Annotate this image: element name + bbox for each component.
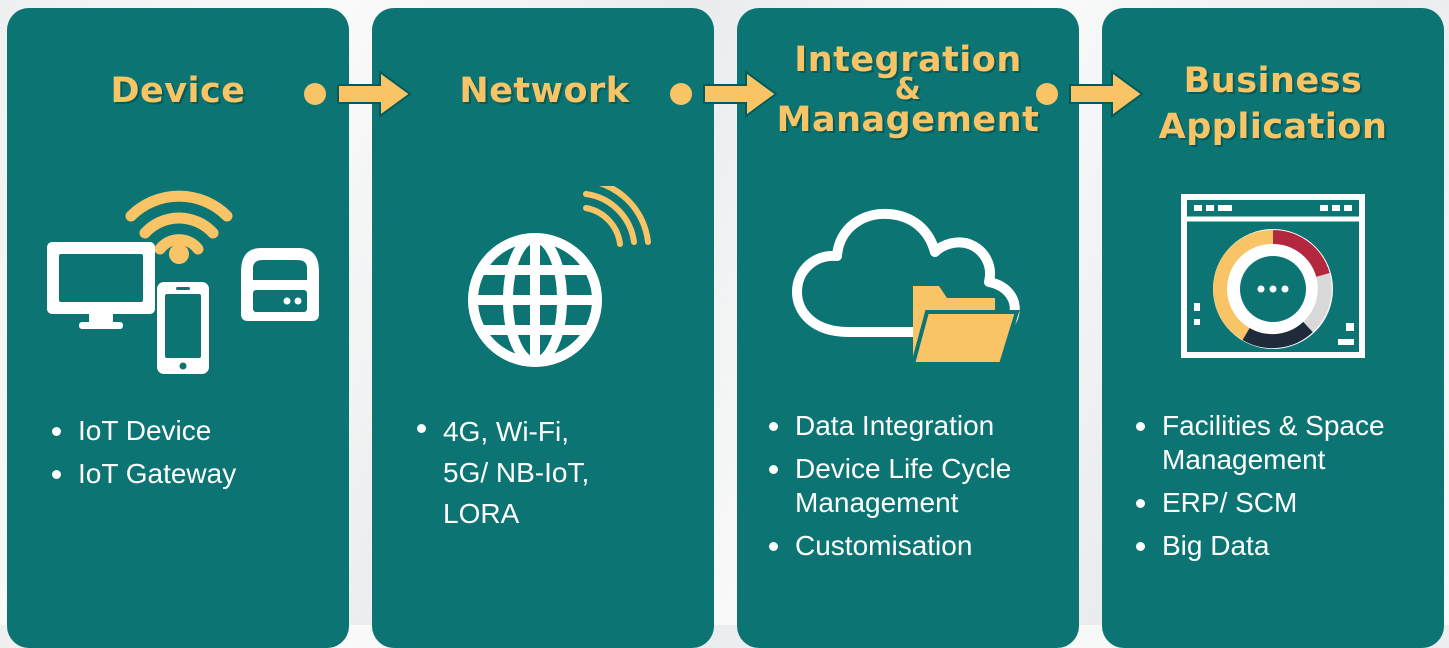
column-title-network: Network: [372, 70, 717, 112]
bullet-list-business: Facilities & Space Management ERP/ SCM B…: [1134, 409, 1385, 572]
dashboard-donut-icon: [1181, 194, 1365, 358]
arrow-connector-icon: [670, 70, 778, 118]
title-line: Device: [110, 71, 246, 111]
list-item: IoT Gateway: [50, 457, 236, 491]
list-item: IoT Device: [50, 414, 236, 448]
arrow-connector-icon: [1036, 70, 1144, 118]
list-item: Data Integration: [767, 409, 1011, 443]
title-line: Business: [1183, 61, 1363, 101]
title-line: Application: [1158, 107, 1388, 147]
list-item: Customisation: [767, 529, 1011, 563]
globe-signal-icon: [468, 186, 651, 367]
bullet-list-device: IoT Device IoT Gateway: [50, 414, 236, 500]
bullet-list-integration: Data Integration Device Life Cycle Manag…: [767, 409, 1011, 572]
title-line: Management: [776, 100, 1040, 140]
arrow-connector-icon: [304, 70, 412, 118]
card-integration-management: Integration & Management Data Integratio…: [737, 8, 1079, 648]
title-line: Network: [459, 71, 630, 111]
list-item: Big Data: [1134, 529, 1385, 563]
list-item: 4G, Wi-Fi, 5G/ NB-IoT, LORA: [415, 411, 589, 534]
bullet-list-network: 4G, Wi-Fi, 5G/ NB-IoT, LORA: [415, 411, 589, 543]
column-title-device: Device: [7, 70, 349, 112]
devices-wifi-icon: [47, 190, 319, 374]
list-item: Device Life Cycle Management: [767, 452, 1011, 520]
list-item: ERP/ SCM: [1134, 486, 1385, 520]
card-device: Device IoT Device IoT Gateway: [7, 8, 349, 648]
column-title-integration: Integration & Management: [737, 40, 1079, 140]
title-line: Integration: [794, 40, 1022, 80]
title-line: &: [894, 72, 922, 107]
cloud-folder-icon: [792, 208, 1020, 366]
column-title-business: Business Application: [1102, 58, 1444, 150]
card-network: Network 4G, Wi-Fi, 5G/ NB-IoT, LORA: [372, 8, 714, 648]
list-item: Facilities & Space Management: [1134, 409, 1385, 477]
card-business-application: Business Application Facilities & Space …: [1102, 8, 1444, 648]
